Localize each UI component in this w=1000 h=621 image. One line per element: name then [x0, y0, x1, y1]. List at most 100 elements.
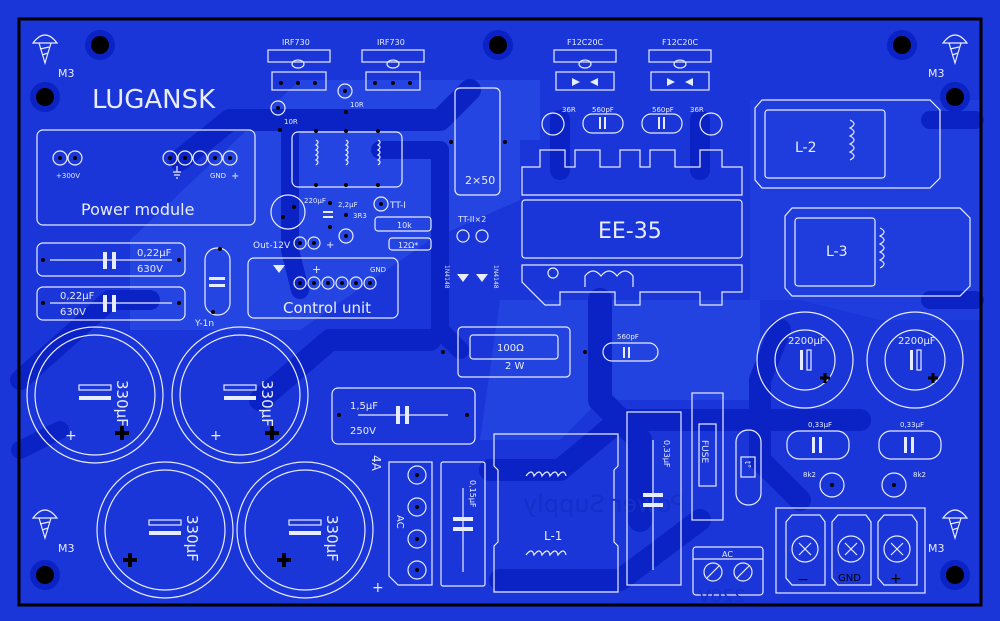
- screw-icon: [941, 509, 969, 541]
- inductor-l3: L-3: [784, 207, 971, 297]
- m3-label: M3: [58, 67, 75, 80]
- thermistor-label: t°: [743, 461, 752, 468]
- capacitor-voltage: 630V: [60, 307, 86, 318]
- capacitor-330uf-3: 330µF: [96, 461, 234, 599]
- capacitor-value: 0,33µF: [808, 421, 832, 429]
- bleed-resistor-label: 8k2: [913, 471, 926, 479]
- terminal-gnd-label: GND: [838, 573, 861, 584]
- m3-label: M3: [928, 542, 945, 555]
- mounting-hole: [483, 30, 513, 60]
- snubbers: 36R 560pF 560pF 36R: [541, 106, 723, 136]
- board-title: LUGANSK: [92, 85, 216, 115]
- mounting-hole: [85, 30, 115, 60]
- capacitor-330uf-4: 330µF: [236, 461, 374, 599]
- capacitor-value: 0,15µF: [468, 480, 477, 508]
- mounting-hole: [940, 82, 970, 112]
- capacitor-330uf-1: 330µF +: [26, 326, 164, 464]
- thermistor: t°: [735, 429, 762, 506]
- control-unit: + GND Control unit Out-12V +: [247, 236, 399, 319]
- inductor-label: L-2: [795, 140, 817, 156]
- output-film-caps: 0,33µF 0,33µF 8k2 8k2: [786, 421, 942, 498]
- transformer-label: EE-35: [598, 219, 662, 244]
- y-capacitor: Y-1n: [194, 247, 231, 329]
- output-terminal-block: − GND +: [775, 507, 926, 594]
- screw-icon: [31, 34, 59, 66]
- capacitor-630v-1: 0,22µF 630V: [36, 242, 186, 277]
- board-outline: [17, 17, 983, 607]
- transformer-ee35: EE-35: [521, 149, 743, 306]
- terminal-gnd: GND: [831, 514, 872, 586]
- snubber-resistor-label: 36R: [562, 106, 576, 114]
- capacitor-value: 0,22µF: [60, 291, 95, 302]
- mounting-hole: [940, 560, 970, 590]
- screw-icon: [941, 34, 969, 66]
- capacitor-value: 0,33µF: [900, 421, 924, 429]
- terminal-minus-label: −: [797, 572, 809, 588]
- capacitor-630v-2: 0,22µF 630V: [36, 286, 186, 321]
- control-plus-label: +: [312, 263, 321, 276]
- fuse-rating-label: 4A: [369, 455, 383, 472]
- capacitor-0-15uf: 0,15µF: [440, 461, 486, 587]
- capacitor-value: 2200µF: [898, 336, 936, 347]
- m3-label: M3: [58, 542, 75, 555]
- mounting-holes: [30, 30, 970, 590]
- capacitor-value: 2200µF: [788, 336, 826, 347]
- ac-label: AC: [394, 515, 405, 529]
- ground-icon: [173, 166, 181, 179]
- mosfet-label: IRF730: [282, 38, 310, 47]
- power-module: +300V GND + Power module: [36, 129, 256, 226]
- capacitor-value: 330µF: [183, 515, 201, 562]
- mounting-hole: [30, 82, 60, 112]
- capacitor-voltage: 630V: [137, 264, 163, 275]
- small-components: 220µF 2,2µF 3R3 TT-I 10k 12Ω* 2×50 TT-II…: [270, 87, 507, 289]
- tt2-label: TT-II×2: [457, 215, 486, 224]
- snubber-cap-label: 560pF: [652, 106, 674, 114]
- diode-part-label: F12C20C: [662, 38, 699, 47]
- inductor-l1: L-1: [493, 433, 619, 593]
- svg-text:+: +: [372, 580, 384, 596]
- output-diode-2: F12C20C: [648, 38, 712, 91]
- gate-resistor-label: 10R: [284, 118, 298, 126]
- capacitor-value: 0,33µF: [662, 440, 671, 468]
- capacitor-value: 560pF: [617, 333, 639, 341]
- capacitor-2200uf-1: 2200µF: [756, 311, 854, 409]
- power-module-title: Power module: [81, 200, 194, 219]
- capacitor-voltage: 250V: [350, 426, 376, 437]
- inductor-label: L-3: [826, 244, 848, 260]
- capacitor-1-5uf: 1,5µF 250V: [331, 387, 476, 445]
- resistor-power: 2 W: [505, 361, 525, 372]
- c22-label: 2,2µF: [338, 201, 358, 209]
- ac-terminal: AC 220V: [692, 546, 764, 607]
- capacitor-560pf: 560pF: [602, 333, 659, 362]
- mounting-hole: [887, 30, 917, 60]
- mounting-hole: [30, 560, 60, 590]
- diode-icon: [457, 274, 488, 282]
- r3r3-label: 3R3: [353, 212, 367, 220]
- terminal-plus-label: +: [890, 571, 902, 587]
- output-diode-1: F12C20C: [553, 38, 617, 91]
- r12-label: 12Ω*: [398, 241, 418, 250]
- diode-label: 1N4148: [492, 265, 499, 289]
- terminal-plus: +: [877, 514, 918, 587]
- ac-input-connector: 4A AC +: [369, 455, 433, 596]
- fuse-label: FUSE: [699, 440, 709, 463]
- mosfet-label: IRF730: [377, 38, 405, 47]
- mosfet-2: IRF730 10R: [337, 38, 425, 114]
- capacitor-value: 330µF: [258, 380, 276, 427]
- pin-plus-label: +: [231, 171, 239, 182]
- mosfet-1: IRF730 10R: [267, 38, 331, 132]
- out-plus-label: +: [326, 240, 334, 251]
- bottom-layer-voltage: 220V: [698, 586, 745, 607]
- capacitor-value: 1,5µF: [350, 401, 378, 412]
- svg-text:+: +: [210, 428, 222, 444]
- resistor-value: 100Ω: [497, 343, 524, 354]
- snubber-cap-label: 560pF: [592, 106, 614, 114]
- terminal-minus: −: [785, 514, 826, 588]
- m3-label: M3: [928, 67, 945, 80]
- pin-300v-label: +300V: [56, 172, 80, 180]
- c220-label: 220µF: [304, 197, 326, 205]
- control-unit-title: Control unit: [283, 299, 371, 317]
- resistor-100-ohm: 100Ω 2 W: [441, 326, 587, 378]
- diode-part-label: F12C20C: [567, 38, 604, 47]
- capacitor-0-33uf-vertical: 0,33µF: [626, 411, 682, 586]
